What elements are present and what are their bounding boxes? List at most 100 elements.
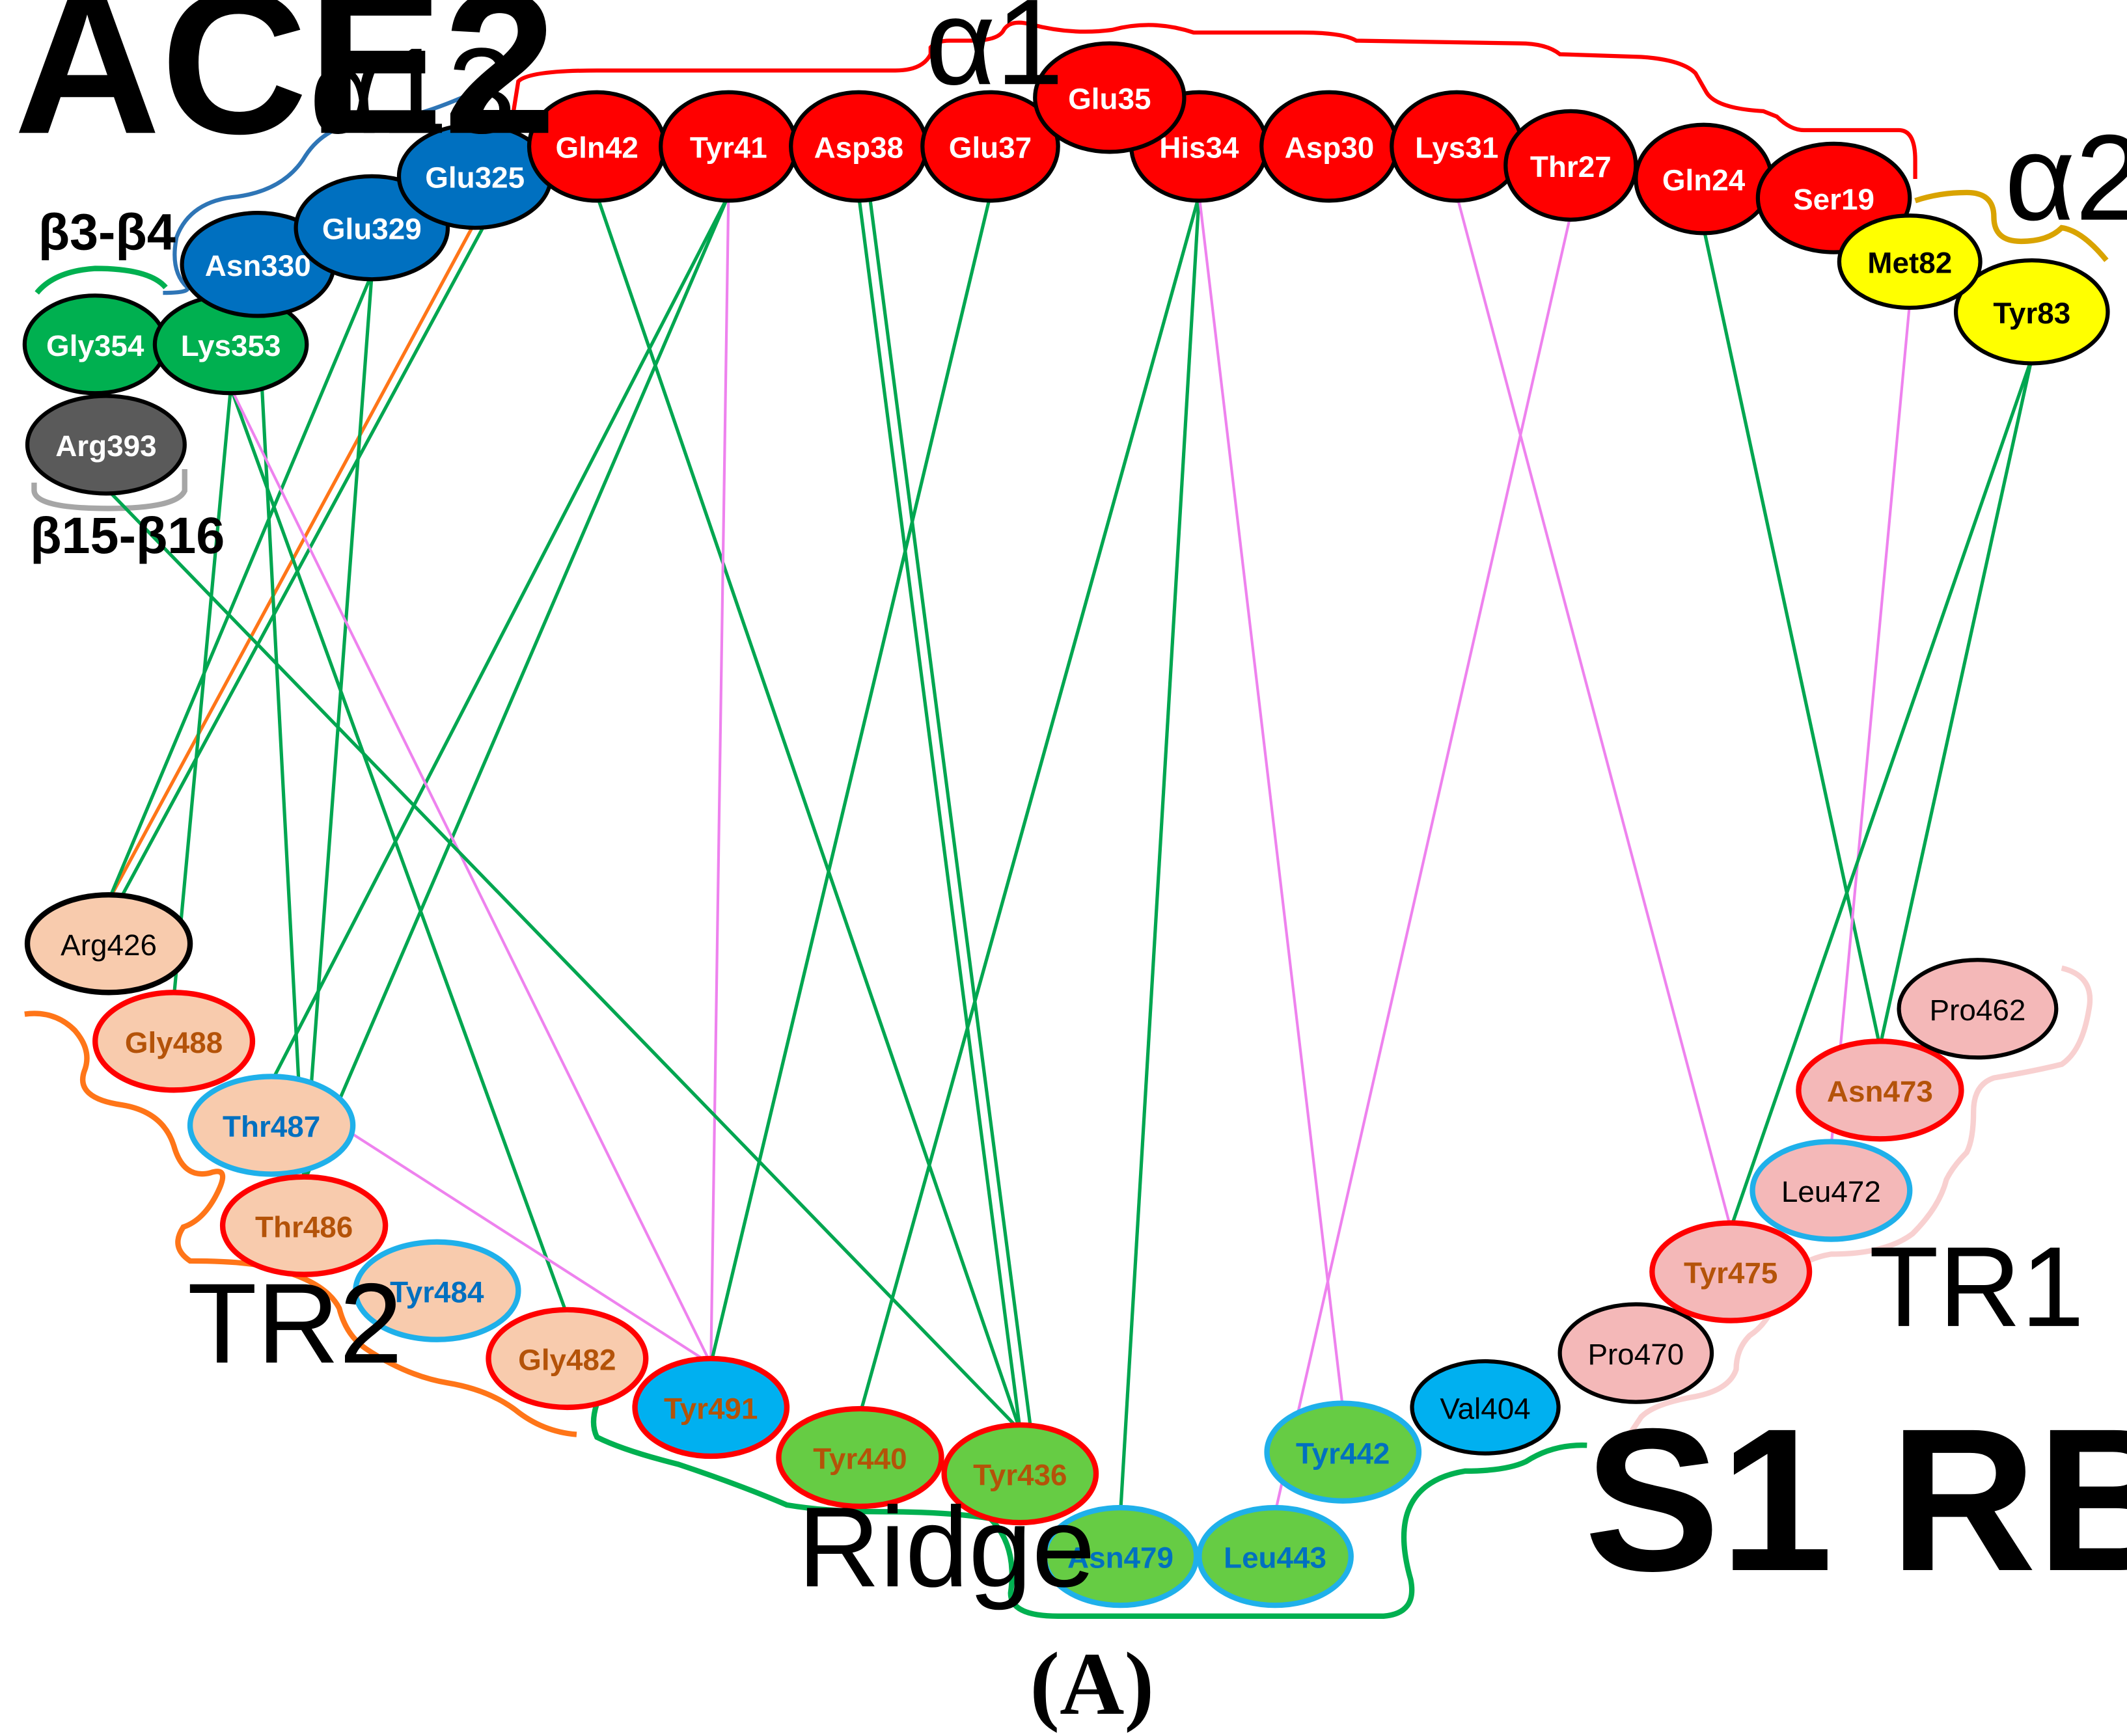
residue-label: Thr486 <box>255 1210 353 1243</box>
residue-label: Lys31 <box>1415 131 1498 165</box>
residue-gly488: Gly488 <box>92 990 256 1093</box>
contact-line-asp38-tyr436 <box>868 195 1033 1431</box>
residue-asp30: Asp30 <box>1259 90 1399 203</box>
contact-line-his34-tyr442 <box>1198 195 1345 1409</box>
residue-label: Tyr436 <box>973 1459 1067 1492</box>
contact-line-glu325-arg426 <box>118 221 487 901</box>
residue-ellipse <box>1750 1139 1913 1242</box>
ridge-label: Ridge <box>798 1484 1095 1611</box>
residue-ellipse <box>1649 1220 1813 1323</box>
residue-ellipse <box>24 892 193 996</box>
residue-ellipse <box>1503 109 1638 222</box>
contact-line-arg393-tyr436 <box>105 487 1022 1432</box>
residue-label: Glu329 <box>322 213 422 246</box>
contact-line-asn330-thr486 <box>256 310 306 1183</box>
contact-line-gln42-tyr436 <box>595 195 1022 1431</box>
residue-glu35: Glu35 <box>1033 41 1187 154</box>
tr1-curve <box>1625 965 2093 1439</box>
residue-ellipse <box>1264 1400 1422 1504</box>
residue-ellipse <box>1953 258 2110 366</box>
residue-ellipse <box>776 1405 944 1510</box>
alpha2-label: α2 <box>2005 109 2127 246</box>
residue-tyr442: Tyr442 <box>1264 1400 1422 1504</box>
residue-ellipse <box>1796 1038 1964 1142</box>
beta15beta16-curve <box>31 468 187 511</box>
residue-label: Tyr475 <box>1684 1256 1777 1290</box>
residue-arg426: Arg426 <box>24 892 193 996</box>
residue-label: Tyr440 <box>813 1443 907 1476</box>
residue-thr486: Thr486 <box>219 1174 389 1277</box>
residue-ellipse <box>1837 213 1983 310</box>
residue-label: Asp38 <box>814 131 904 165</box>
residue-label: Arg393 <box>55 429 156 463</box>
residue-label: Val404 <box>1440 1392 1530 1425</box>
contact-line-gln24-asn473 <box>1701 227 1882 1048</box>
residue-gly354: Gly354 <box>22 293 168 396</box>
residue-leu472: Leu472 <box>1750 1139 1913 1242</box>
residue-label: Ser19 <box>1793 183 1874 216</box>
contact-line-thr27-leu443 <box>1274 213 1572 1513</box>
residue-tyr436: Tyr436 <box>941 1422 1099 1526</box>
residue-gln24: Gln24 <box>1634 122 1774 236</box>
residue-label: Pro470 <box>1587 1338 1684 1371</box>
residue-ellipse <box>1033 41 1187 154</box>
residue-glu37: Glu37 <box>920 90 1060 203</box>
residue-label: Leu443 <box>1224 1541 1326 1575</box>
residue-ellipse <box>1897 958 2059 1060</box>
contact-line-tyr41-tyr491 <box>709 195 730 1364</box>
region-curves <box>24 20 2109 1619</box>
contact-lines <box>105 194 2034 1513</box>
contact-line-his34-tyr440 <box>858 195 1201 1415</box>
residue-ellipse <box>632 1355 790 1459</box>
residue-val404: Val404 <box>1410 1359 1561 1456</box>
contact-line-his34-asn479 <box>1118 195 1201 1513</box>
residue-label: Leu472 <box>1781 1175 1881 1208</box>
residue-label: Gly488 <box>125 1026 223 1059</box>
residue-glu325: Glu325 <box>396 122 553 230</box>
contact-line-tyr41-thr487 <box>269 194 730 1083</box>
contact-line-glu329-arg426 <box>107 273 374 901</box>
residue-tyr484: Tyr484 <box>353 1239 521 1342</box>
beta15beta16-label: β15-β16 <box>30 506 225 564</box>
residue-label: Tyr491 <box>664 1392 758 1425</box>
contact-line-glu325-arg426 <box>107 221 476 901</box>
ridge-curve <box>590 1402 1587 1619</box>
residue-label: Tyr442 <box>1296 1437 1390 1470</box>
residue-thr487: Thr487 <box>187 1074 356 1177</box>
residue-label: Glu35 <box>1068 83 1151 116</box>
residue-met82: Met82 <box>1837 213 1983 310</box>
tr1-label: TR1 <box>1869 1224 2085 1351</box>
ace2-title: ACE2 <box>14 0 556 176</box>
residue-ellipse <box>25 394 187 496</box>
residue-ellipse <box>353 1239 521 1342</box>
alpha1-curve <box>510 20 1917 180</box>
residue-ellipse <box>1410 1359 1561 1456</box>
beta3beta4-curve <box>34 265 168 295</box>
contact-line-asp38-tyr436 <box>857 195 1022 1431</box>
residue-label: Asn479 <box>1067 1541 1173 1575</box>
residue-label: Met82 <box>1867 247 1952 280</box>
contact-line-glu37-tyr491 <box>709 195 993 1364</box>
residue-label: Tyr41 <box>690 131 767 165</box>
contact-line-tyr83-asn473 <box>1878 357 2034 1048</box>
residue-thr27: Thr27 <box>1503 109 1638 222</box>
residue-label: Thr27 <box>1530 150 1612 183</box>
alpha2-curve <box>1914 189 2109 262</box>
figure-caption: (A) <box>1030 1634 1154 1733</box>
residue-label: Gln42 <box>556 131 638 165</box>
residue-ellipse <box>486 1307 649 1411</box>
contact-line-tyr83-tyr475 <box>1729 357 2034 1229</box>
residue-label: Gly354 <box>46 329 144 362</box>
residue-tyr440: Tyr440 <box>776 1405 944 1510</box>
residue-pro470: Pro470 <box>1558 1302 1714 1404</box>
residue-ellipse <box>920 90 1060 203</box>
residue-asn473: Asn473 <box>1796 1038 1964 1142</box>
alpha13-label: α13 <box>309 22 515 159</box>
residue-ellipse <box>1196 1504 1354 1608</box>
residue-label: Asn330 <box>205 249 311 282</box>
residue-lys353: Lys353 <box>152 293 309 396</box>
residue-ellipse <box>1558 1302 1714 1404</box>
